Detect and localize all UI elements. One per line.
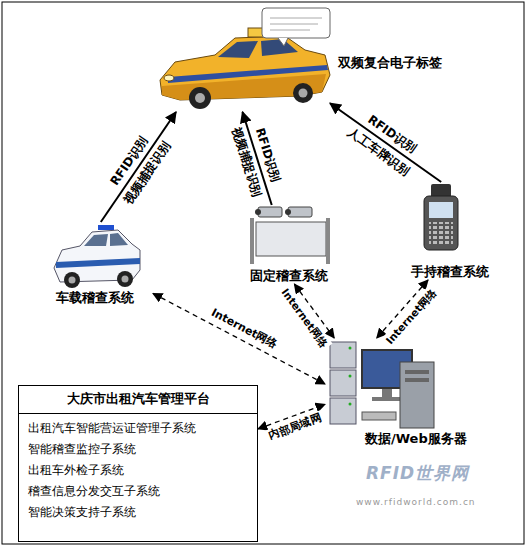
handheld-device-illustration [424, 184, 458, 250]
edge-label: Internet网络 [381, 284, 441, 349]
police-car-illustration [54, 225, 140, 288]
tag-callout [262, 8, 330, 46]
taxi-illustration [160, 28, 330, 109]
handheld-check-node: 手持稽查系统 [395, 182, 505, 280]
platform-box: 大庆市出租汽车管理平台出租汽车智能营运证管理子系统智能稽查监控子系统出租车外检子… [18, 385, 258, 542]
subsystem-item: 稽查信息分发交互子系统 [19, 481, 257, 502]
subsystem-item: 智能决策支持子系统 [19, 502, 257, 523]
edge-label: Internet网络 [207, 305, 281, 353]
recognition-arrow [330, 103, 441, 182]
watermark-url: www.rfidworld.com.cn [356, 497, 476, 507]
watermark: RFID世界网 [366, 462, 469, 485]
node-caption: 数据/Web服务器 [365, 431, 467, 447]
fixed-check-node: 固定稽查系统 [235, 205, 343, 284]
edge-label: Internet网络 [278, 283, 333, 351]
node-caption: 车载稽查系统 [37, 290, 153, 306]
subsystem-item: 出租车外检子系统 [19, 460, 257, 481]
node-caption: 双频复合电子标签 [338, 55, 442, 71]
taxi-node: 双频复合电子标签 [155, 25, 330, 112]
platform-title: 大庆市出租汽车管理平台 [19, 386, 257, 414]
vehicle-check-node: 车载稽查系统 [37, 222, 153, 306]
server-node: 数据/Web服务器 [325, 338, 440, 430]
node-caption: 手持稽查系统 [395, 264, 505, 280]
recognition-arrow [101, 112, 176, 222]
subsystem-item: 出租汽车智能营运证管理子系统 [19, 418, 257, 439]
subsystem-item: 智能稽查监控子系统 [19, 439, 257, 460]
fixed-camera-illustration [250, 207, 330, 264]
server-illustration [330, 342, 434, 428]
node-caption: 固定稽查系统 [235, 268, 343, 284]
